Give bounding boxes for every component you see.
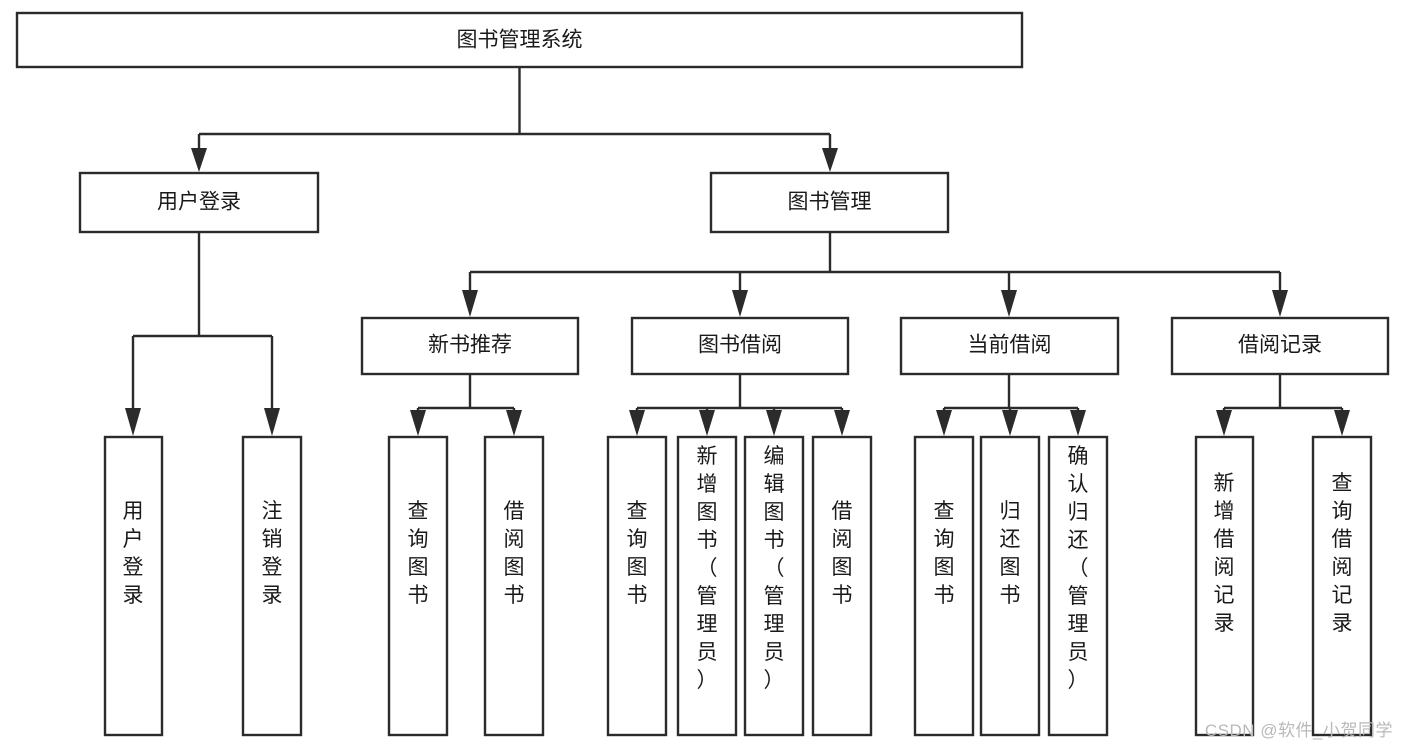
node-leaf-borrow-book-1-box[interactable]: [483, 435, 545, 737]
arrow-head-user-login: [191, 148, 207, 172]
arrow-head-leaf-confirm-return: [1070, 410, 1086, 436]
arrow-head-new-book-recommend: [462, 290, 478, 317]
node-leaf-query-book-3[interactable]: 查询图书: [913, 435, 975, 737]
node-leaf-query-record-box[interactable]: [1311, 435, 1373, 737]
node-leaf-user-login-box[interactable]: [103, 435, 164, 737]
arrow-head-current-borrow: [1001, 290, 1017, 317]
csdn-watermark: CSDN @软件_小贺同学: [1204, 721, 1393, 740]
node-leaf-add-record-label: 新增借阅记录: [1214, 472, 1235, 635]
node-book-borrow-box[interactable]: [630, 316, 850, 376]
node-root[interactable]: 图书管理系统: [15, 11, 1024, 69]
connector-group-book-borrow: [629, 374, 850, 436]
node-leaf-user-login[interactable]: 用户登录: [103, 435, 164, 737]
arrow-head-leaf-borrow-book-2: [834, 410, 850, 436]
node-leaf-query-book-1-box[interactable]: [387, 435, 449, 737]
node-leaf-return-book-box[interactable]: [979, 435, 1041, 737]
arrow-head-leaf-query-record: [1334, 410, 1350, 436]
node-leaf-confirm-return[interactable]: 确认归还（管理员）: [1047, 435, 1109, 737]
arrow-head-leaf-add-book: [699, 410, 715, 436]
node-leaf-logout-login-label: 注销登录: [262, 500, 283, 607]
node-leaf-borrow-book-2-label: 借阅图书: [832, 500, 853, 607]
node-leaf-query-book-1[interactable]: 查询图书: [387, 435, 449, 737]
arrow-head-book-management: [822, 148, 838, 172]
node-new-book-recommend[interactable]: 新书推荐: [360, 316, 580, 376]
node-leaf-user-login-label: 用户登录: [123, 500, 144, 607]
arrow-head-leaf-query-book-3: [936, 410, 952, 436]
node-book-borrow[interactable]: 图书借阅: [630, 316, 850, 376]
connector-group-root: [191, 67, 838, 172]
node-current-borrow[interactable]: 当前借阅: [899, 316, 1120, 376]
arrow-head-leaf-add-record: [1216, 410, 1232, 436]
arrow-head-leaf-query-book-1: [410, 410, 426, 436]
node-leaf-borrow-book-2-box[interactable]: [811, 435, 873, 737]
node-borrow-record[interactable]: 借阅记录: [1170, 316, 1390, 376]
node-leaf-borrow-book-1[interactable]: 借阅图书: [483, 435, 545, 737]
node-leaf-borrow-book-2[interactable]: 借阅图书: [811, 435, 873, 737]
node-leaf-confirm-return-box[interactable]: [1047, 435, 1109, 737]
node-leaf-edit-book-box[interactable]: [743, 435, 805, 737]
node-leaf-query-record-label: 查询借阅记录: [1332, 472, 1353, 635]
node-leaf-query-book-3-label: 查询图书: [934, 500, 955, 607]
node-leaf-query-book-1-label: 查询图书: [408, 500, 429, 607]
node-leaf-edit-book-label: 编辑图书（管理员）: [764, 445, 785, 692]
node-leaf-add-record-box[interactable]: [1194, 435, 1255, 737]
node-leaf-borrow-book-1-label: 借阅图书: [504, 500, 525, 607]
node-leaf-query-record[interactable]: 查询借阅记录: [1311, 435, 1373, 737]
node-leaf-confirm-return-label: 确认归还（管理员）: [1068, 445, 1089, 692]
node-leaf-query-book-3-box[interactable]: [913, 435, 975, 737]
node-book-management-box[interactable]: [709, 171, 950, 234]
node-leaf-add-book-label: 新增图书（管理员）: [697, 445, 718, 692]
node-book-management[interactable]: 图书管理: [709, 171, 950, 234]
node-borrow-record-box[interactable]: [1170, 316, 1390, 376]
arrow-head-leaf-edit-book: [766, 410, 782, 436]
arrow-head-borrow-record: [1272, 290, 1288, 317]
node-new-book-recommend-box[interactable]: [360, 316, 580, 376]
node-leaf-add-record[interactable]: 新增借阅记录: [1194, 435, 1255, 737]
connector-group-user-login: [125, 232, 280, 436]
arrow-head-leaf-borrow-book-1: [506, 410, 522, 436]
node-user-login-box[interactable]: [78, 171, 320, 234]
connector-group-borrow-record: [1216, 374, 1350, 436]
node-current-borrow-box[interactable]: [899, 316, 1120, 376]
node-leaf-edit-book[interactable]: 编辑图书（管理员）: [743, 435, 805, 737]
node-user-login-label: 用户登录: [157, 191, 241, 214]
arrow-head-book-borrow: [732, 290, 748, 317]
node-book-management-label: 图书管理: [788, 191, 872, 214]
node-leaf-query-book-2-box[interactable]: [606, 435, 668, 737]
node-root-label: 图书管理系统: [457, 29, 583, 52]
arrow-head-leaf-query-book-2: [629, 410, 645, 436]
node-root-box[interactable]: [15, 11, 1024, 69]
node-borrow-record-label: 借阅记录: [1238, 334, 1322, 357]
node-leaf-add-book[interactable]: 新增图书（管理员）: [676, 435, 738, 737]
node-user-login[interactable]: 用户登录: [78, 171, 320, 234]
arrow-head-leaf-return-book: [1002, 410, 1018, 436]
node-leaf-query-book-2-label: 查询图书: [627, 500, 648, 607]
connector-group-book-management: [462, 232, 1288, 317]
node-leaf-logout-login[interactable]: 注销登录: [241, 435, 303, 737]
connector-group-current-borrow: [936, 374, 1086, 436]
arrow-head-leaf-user-login: [125, 408, 141, 436]
node-new-book-recommend-label: 新书推荐: [428, 334, 512, 357]
node-leaf-logout-login-box[interactable]: [241, 435, 303, 737]
node-current-borrow-label: 当前借阅: [968, 334, 1052, 357]
connector-group-new-book-recommend: [410, 374, 522, 436]
node-leaf-add-book-box[interactable]: [676, 435, 738, 737]
arrow-head-leaf-logout-login: [264, 408, 280, 436]
node-leaf-return-book[interactable]: 归还图书: [979, 435, 1041, 737]
node-leaf-query-book-2[interactable]: 查询图书: [606, 435, 668, 737]
node-leaf-return-book-label: 归还图书: [1000, 500, 1021, 607]
node-book-borrow-label: 图书借阅: [698, 334, 782, 357]
